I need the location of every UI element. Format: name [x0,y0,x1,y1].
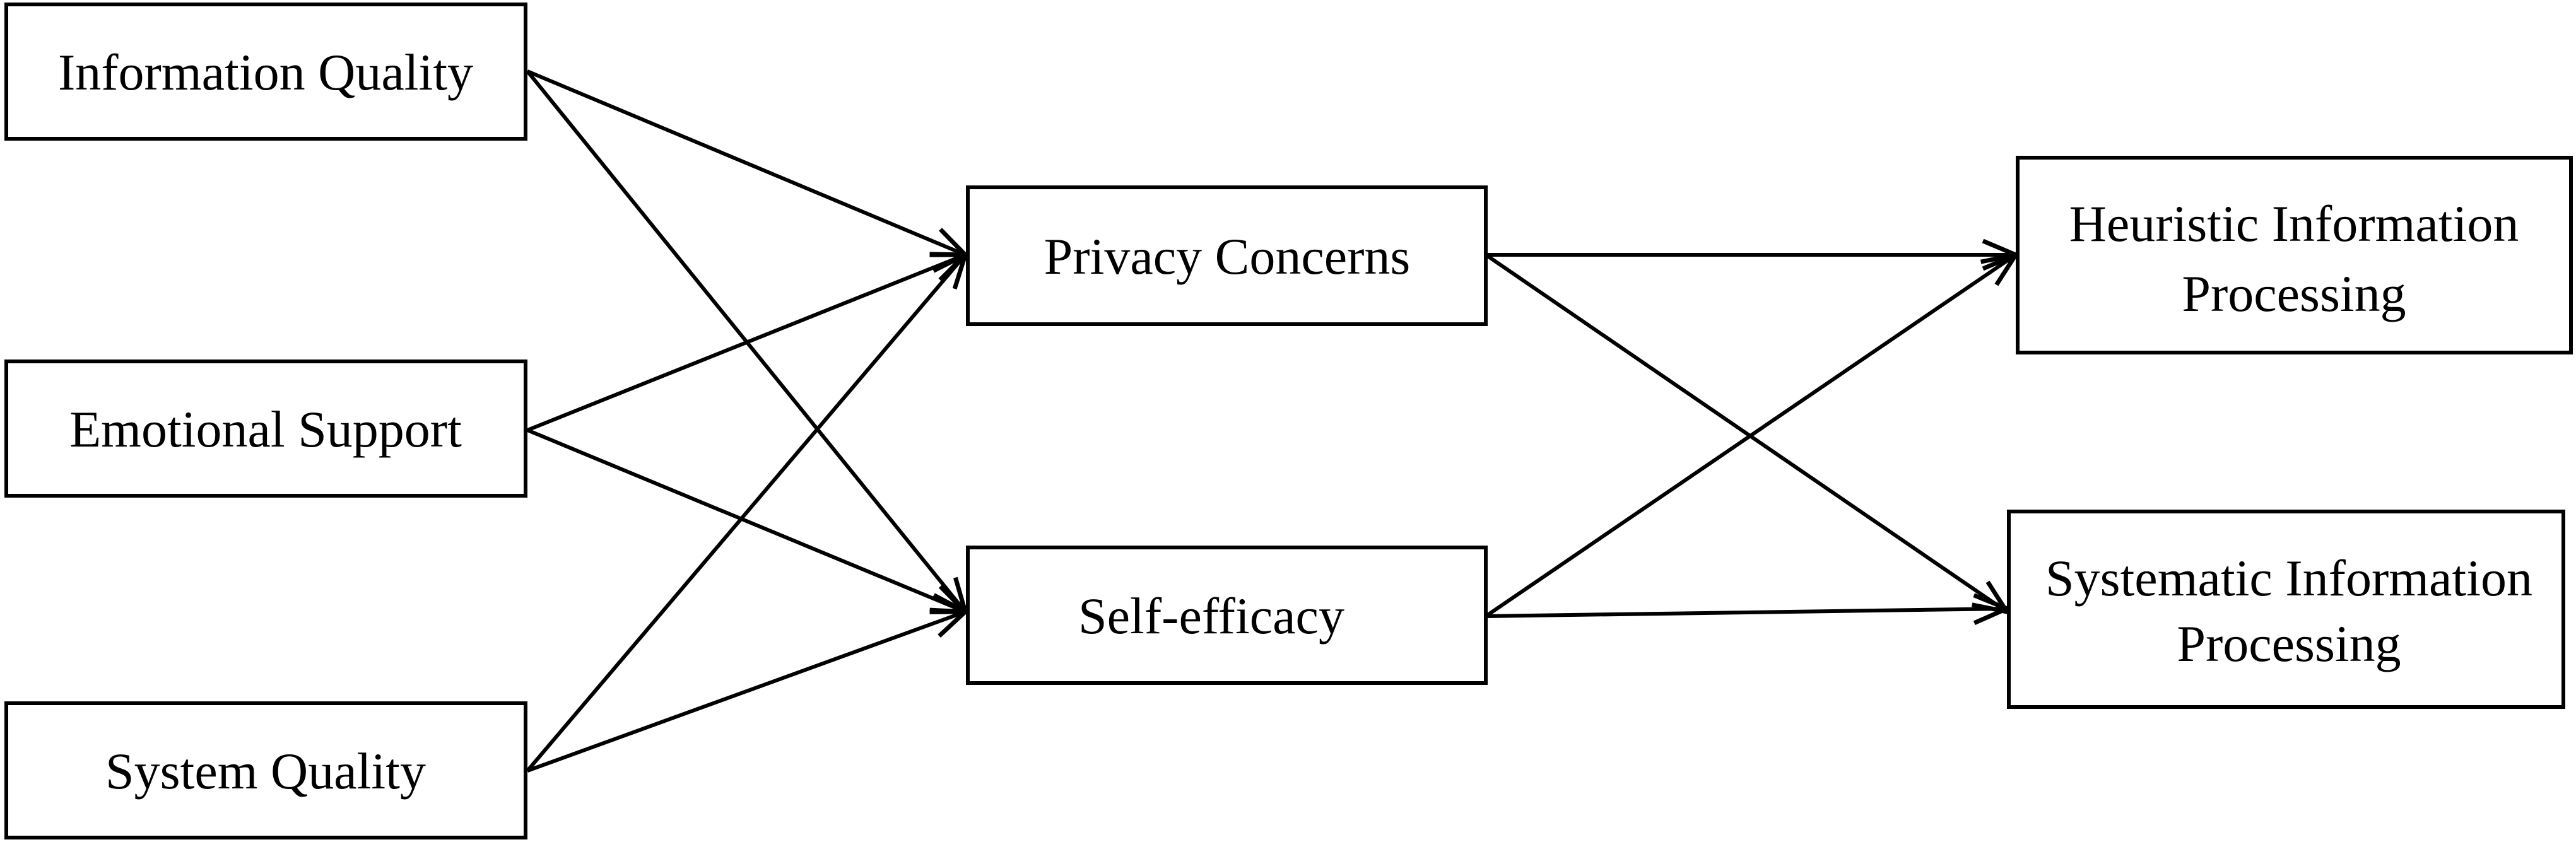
edge-emotional-support-to-self-efficacy [526,428,965,612]
node-label: System Quality [105,742,426,800]
edges [526,69,2016,773]
node-label: Self-efficacy [1078,587,1344,645]
node-label-line1: Heuristic Information [2069,195,2519,252]
edge-privacy-concerns-to-systematic-processing [1485,253,2007,612]
node-box [4,701,527,839]
edge-self-efficacy-to-systematic-processing [1485,609,2007,616]
nodes: Information Quality Emotional Support Sy… [4,3,2573,839]
node-emotional-support: Emotional Support [4,360,527,498]
node-system-quality: System Quality [4,701,527,839]
edge-information-quality-to-privacy-concerns [526,69,965,255]
node-label-line2: Processing [2177,615,2401,672]
edge-system-quality-to-self-efficacy [526,612,965,773]
node-label-line2: Processing [2182,265,2406,322]
node-privacy-concerns: Privacy Concerns [966,185,1488,326]
node-box [966,546,1488,685]
node-label: Privacy Concerns [1044,228,1411,285]
node-label: Emotional Support [69,401,462,458]
node-box [966,185,1488,326]
edge-emotional-support-to-privacy-concerns [526,255,965,432]
node-information-quality: Information Quality [4,3,527,141]
node-heuristic-information-processing: Heuristic Information Processing [2016,156,2573,354]
node-label-line1: Systematic Information [2045,549,2532,607]
node-label: Information Quality [58,44,473,101]
node-box [2007,510,2565,709]
node-systematic-information-processing: Systematic Information Processing [2007,510,2565,709]
node-box [4,3,527,141]
node-box [4,360,527,498]
node-box [2016,156,2573,354]
edge-system-quality-to-privacy-concerns [526,255,965,772]
node-self-efficacy: Self-efficacy [966,546,1488,685]
edge-self-efficacy-to-heuristic-processing [1485,255,2016,618]
